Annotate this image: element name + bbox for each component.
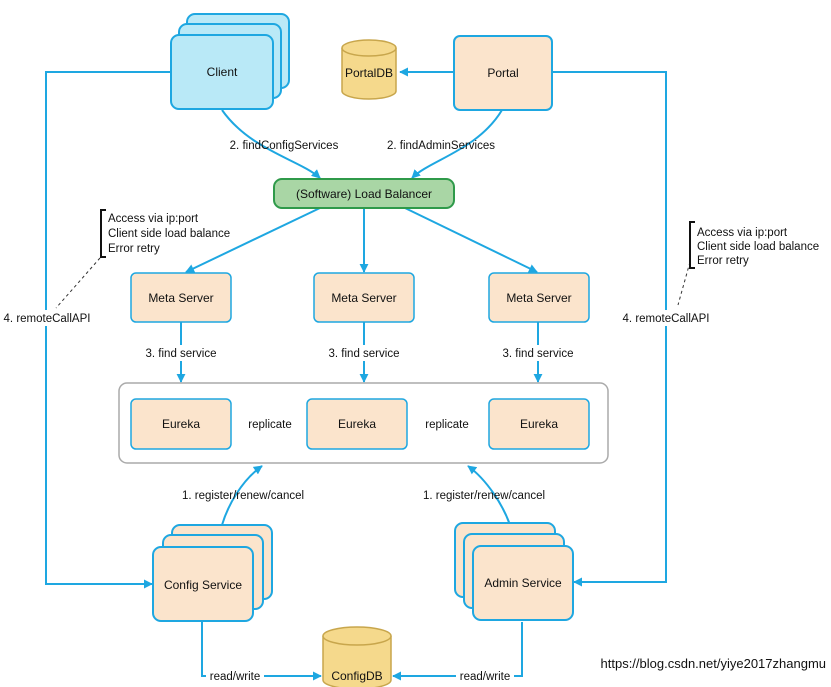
label-remote-call-left: 4. remoteCallAPI [4,313,91,325]
label-read-write-right: read/write [460,671,511,683]
config-service-label: Config Service [164,578,242,592]
note-left-line-1: Access via ip:port [108,213,199,225]
eureka-1-label: Eureka [162,417,200,431]
note-connector-right [677,261,691,306]
note-connector-left [55,257,101,309]
meta-server-1-label: Meta Server [148,291,213,305]
eureka-2-node [306,398,408,450]
config-service-node [152,524,273,622]
config-db-label: ConfigDB [331,669,382,683]
edge-admin-register [467,465,511,526]
edge-config-register [221,465,263,526]
label-replicate-1: replicate [248,419,291,431]
note-right-line-2: Client side load balance [697,241,819,253]
edge-remote-call-left [45,71,172,589]
config-db-node [322,626,392,687]
admin-service-label: Admin Service [484,576,562,590]
label-replicate-2: replicate [425,419,468,431]
note-left-line-2: Client side load balance [108,228,230,240]
meta-server-3-node [488,272,590,323]
label-find-service-1: 3. find service [146,348,217,360]
note-right-line-3: Error retry [697,255,749,267]
note-right: Access via ip:port Client side load bala… [689,221,819,269]
label-find-service-3: 3. find service [503,348,574,360]
label-register-2: 1. register/renew/cancel [423,490,545,502]
portal-label: Portal [487,66,518,80]
note-left-line-3: Error retry [108,243,160,255]
portal-db-label: PortalDB [345,66,393,80]
client-label: Client [207,65,238,79]
eureka-2-label: Eureka [338,417,376,431]
portal-node [453,35,553,111]
client-node [170,13,290,110]
edge-remote-call-right [552,71,667,587]
edge-lb-meta3 [404,207,538,273]
label-remote-call-right: 4. remoteCallAPI [623,313,710,325]
edge-portal-lb [411,109,503,179]
watermark: https://blog.csdn.net/yiye2017zhangmu [601,656,826,671]
note-right-line-1: Access via ip:port [697,227,788,239]
eureka-3-label: Eureka [520,417,558,431]
admin-service-node [454,522,574,621]
load-balancer-label: (Software) Load Balancer [296,187,432,201]
label-find-service-2: 3. find service [329,348,400,360]
meta-server-3-label: Meta Server [506,291,571,305]
meta-server-1-node [130,272,232,323]
label-read-write-left: read/write [210,671,261,683]
note-left: Access via ip:port Client side load bala… [100,209,230,258]
edge-admin-db [392,622,523,681]
eureka-1-node [130,398,232,450]
label-register-1: 1. register/renew/cancel [182,490,304,502]
edge-config-db [201,622,322,681]
label-find-config-services: 2. findConfigServices [230,140,339,152]
eureka-3-node [488,398,590,450]
edge-lb-meta1 [185,207,321,273]
label-find-admin-services: 2. findAdminServices [387,140,495,152]
load-balancer-node [273,178,455,209]
meta-server-2-node [313,272,415,323]
meta-server-2-label: Meta Server [331,291,396,305]
portal-db-node [341,39,397,100]
edge-client-lb [221,109,321,179]
